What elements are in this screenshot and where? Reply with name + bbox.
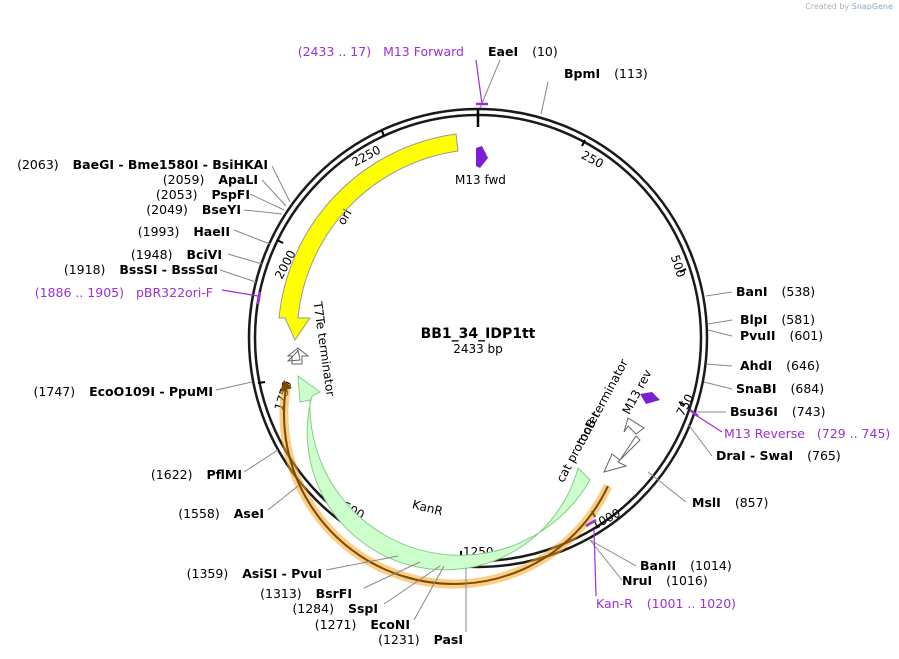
leader-pspfi bbox=[249, 193, 285, 211]
m13-fwd-feature[interactable] bbox=[476, 146, 488, 168]
site-ecoo109i-ppumi[interactable]: (1747) EcoO109I - PpuMI bbox=[34, 384, 213, 399]
site-banii[interactable]: BanII (1014) bbox=[640, 558, 732, 573]
site-snabi[interactable]: SnaBI (684) bbox=[736, 381, 824, 396]
site-pspfi[interactable]: (2053) PspFI bbox=[156, 187, 250, 202]
site-bsssi[interactable]: (1918) BssSI - BssSαI bbox=[64, 262, 218, 277]
tonb-terminator-feature[interactable] bbox=[623, 417, 645, 435]
leader-m13-reverse bbox=[693, 413, 723, 433]
site-bpmi[interactable]: BpmI (113) bbox=[564, 66, 648, 81]
leader-kan-r bbox=[593, 529, 597, 597]
site-sspi[interactable]: (1284) SspI bbox=[292, 601, 378, 616]
leader-ahdi bbox=[705, 363, 733, 367]
tick-label-500: 500 bbox=[668, 253, 688, 279]
watermark-brand: SnapGene bbox=[851, 2, 893, 11]
leader-bsssi bbox=[219, 269, 257, 283]
primer-kan-r[interactable]: Kan-R (1001 .. 1020) bbox=[596, 596, 736, 611]
site-leader-lines bbox=[215, 59, 733, 632]
leader-blpi bbox=[707, 319, 733, 325]
plasmid-name: BB1_34_IDP1tt bbox=[421, 326, 536, 342]
leader-eaei bbox=[479, 59, 501, 109]
leader-asei bbox=[267, 485, 299, 511]
leader-pbr322ori-f bbox=[221, 289, 259, 297]
site-pvuii[interactable]: PvuII (601) bbox=[740, 328, 823, 343]
leader-econi bbox=[413, 565, 445, 621]
kanr-feature[interactable] bbox=[297, 374, 591, 571]
site-bani[interactable]: BanI (538) bbox=[736, 284, 815, 299]
t7te-terminator-label: T7Te terminator bbox=[310, 300, 337, 397]
tick-mark-250 bbox=[581, 139, 586, 147]
leader-sspi bbox=[383, 565, 441, 605]
site-drai-swai[interactable]: DraI - SwaI (765) bbox=[716, 448, 841, 463]
leader-snabi bbox=[703, 381, 733, 390]
t7te-terminator-feature[interactable] bbox=[286, 347, 310, 365]
tick-mark-500 bbox=[679, 268, 687, 273]
tick-mark-2250 bbox=[381, 130, 385, 137]
primer-leader-lines bbox=[221, 59, 723, 597]
site-ahdi[interactable]: AhdI (646) bbox=[740, 358, 820, 373]
leader-srui bbox=[589, 539, 623, 581]
primer-m13-forward[interactable]: (2433 .. 17) M13 Forward bbox=[298, 44, 464, 59]
site-bsrfi[interactable]: (1313) BsrFI bbox=[260, 586, 352, 601]
tick-mark-750 bbox=[678, 401, 686, 406]
leader-banii bbox=[589, 539, 637, 567]
primer-marks bbox=[256, 102, 699, 528]
leader-bani bbox=[705, 291, 733, 297]
leader-bpmi bbox=[540, 81, 549, 115]
primer-mark-m13-reverse bbox=[689, 409, 699, 417]
site-asei[interactable]: (1558) AseI bbox=[178, 506, 264, 521]
leader-pflmi bbox=[243, 449, 279, 473]
leader-m13-forward bbox=[475, 59, 483, 105]
tick-mark-1750 bbox=[257, 381, 266, 384]
m13-fwd-label: M13 fwd bbox=[455, 173, 506, 187]
primer-pbr322ori-f[interactable]: (1886 .. 1905) pBR322ori-F bbox=[35, 285, 213, 300]
leader-apali bbox=[261, 179, 287, 207]
site-bsu36i[interactable]: Bsu36I (743) bbox=[730, 404, 826, 419]
cat-promoter-feature[interactable] bbox=[603, 435, 641, 473]
leader-baegi bbox=[271, 165, 291, 203]
kanr-strand bbox=[283, 387, 609, 585]
tonb-terminator-label: tonB terminator bbox=[574, 357, 631, 448]
site-asisi-pvui[interactable]: (1359) AsiSI - PvuI bbox=[187, 566, 322, 581]
primer-mark-kan-r bbox=[585, 518, 597, 528]
leader-haeii bbox=[233, 229, 271, 245]
plasmid-size: 2433 bp bbox=[453, 342, 503, 356]
site-nrui[interactable]: NruI (1016) bbox=[622, 573, 708, 588]
leader-bcivi bbox=[227, 253, 263, 265]
site-msli[interactable]: MslI (857) bbox=[692, 495, 768, 510]
site-eaei[interactable]: EaeI (10) bbox=[488, 44, 558, 59]
site-pasi[interactable]: (1231) PasI bbox=[378, 632, 463, 647]
site-blpi[interactable]: BlpI (581) bbox=[740, 312, 815, 327]
site-bseyi[interactable]: (2049) BseYI bbox=[146, 202, 241, 217]
primer-mark-pbr322ori-f bbox=[256, 291, 262, 305]
m13-rev-feature[interactable] bbox=[640, 392, 660, 404]
leader-pvuii bbox=[707, 329, 733, 337]
ori-feature[interactable] bbox=[278, 133, 459, 342]
site-pflmi[interactable]: (1622) PflMI bbox=[151, 467, 242, 482]
site-apali[interactable]: (2059) ApaLI bbox=[163, 172, 258, 187]
leader-asisi bbox=[325, 555, 399, 571]
kanr-strand-arrowhead bbox=[280, 380, 292, 392]
site-bcivi[interactable]: (1948) BciVI bbox=[131, 247, 222, 262]
leader-msli bbox=[647, 471, 687, 503]
site-baegi-bme1580i-bsihkai[interactable]: (2063) BaeGI - Bme1580I - BsiHKAI bbox=[17, 157, 268, 172]
site-econi[interactable]: (1271) EcoNI bbox=[315, 617, 410, 632]
leader-bseyi bbox=[243, 209, 283, 215]
snapgene-watermark: Created by SnapGene bbox=[805, 2, 893, 11]
kanr-label: KanR bbox=[411, 497, 444, 518]
leader-ecoo109i bbox=[215, 381, 253, 391]
watermark-prefix: Created by bbox=[805, 2, 850, 11]
primer-m13-reverse[interactable]: M13 Reverse (729 .. 745) bbox=[724, 426, 890, 441]
tick-mark-2000 bbox=[276, 239, 284, 244]
leader-bsrfi bbox=[363, 561, 421, 589]
site-haeii[interactable]: (1993) HaeII bbox=[138, 224, 230, 239]
leader-drai-swai bbox=[687, 423, 713, 457]
